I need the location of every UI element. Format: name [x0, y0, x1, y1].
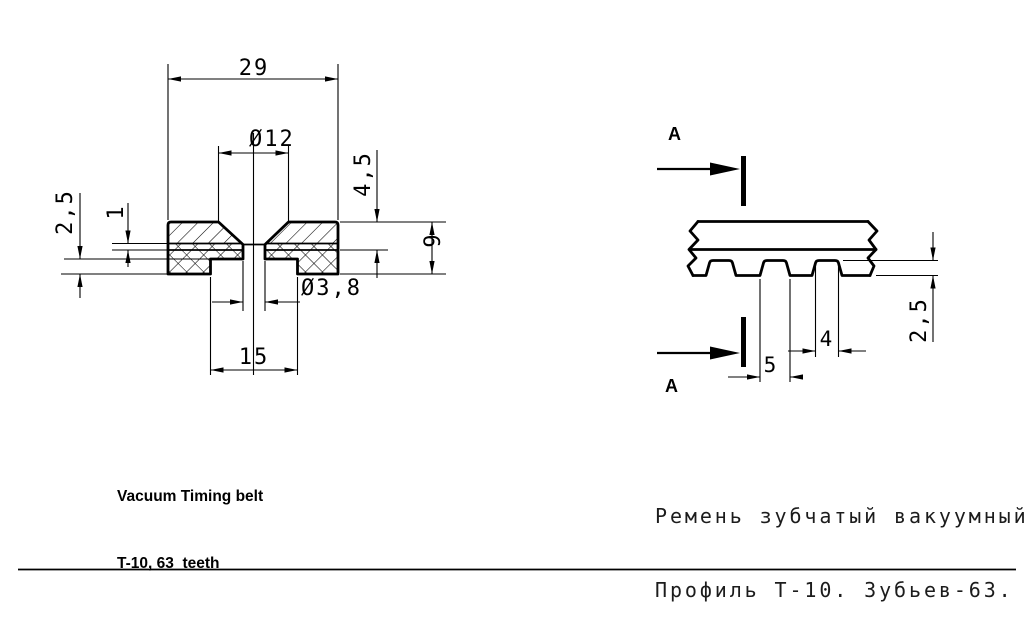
dim-groove-top-label: 4 [819, 327, 835, 351]
dim-hole-dia-label: Ø3,8 [301, 276, 362, 301]
left-view-cross-section [61, 64, 446, 375]
dim-total-height-label: 9 [421, 232, 446, 248]
dim-width-label: 29 [238, 56, 270, 81]
note-en-line: Vacuum Timing belt [117, 487, 264, 505]
right-view-side [657, 156, 938, 382]
dim-recess-width-label: 15 [238, 345, 270, 370]
dim-cover-depth-label: 4,5 [351, 151, 376, 197]
dim-foot-height-label: 2,5 [53, 189, 78, 235]
dim-counterbore-label: Ø12 [249, 127, 295, 152]
note-ru-line: Ремень зубчатый вакуумный [655, 504, 1024, 528]
notes-russian: Ремень зубчатый вакуумный Профиль Т-10. … [655, 455, 1024, 623]
dim-groove-bottom-label: 5 [763, 353, 779, 377]
note-ru-line: Профиль Т-10. Зубьев-63. [655, 577, 1014, 602]
dim-tooth-height-label: 2,5 [907, 297, 932, 343]
note-en-line: T-10, 63 teeth [117, 555, 220, 573]
section-letter-bottom: A [665, 376, 678, 396]
dim-layer-thickness-label: 1 [104, 204, 129, 220]
section-letter-top: A [668, 124, 681, 144]
notes-english: Vacuum Timing belt T-10, 63 teeth the be… [117, 441, 445, 623]
